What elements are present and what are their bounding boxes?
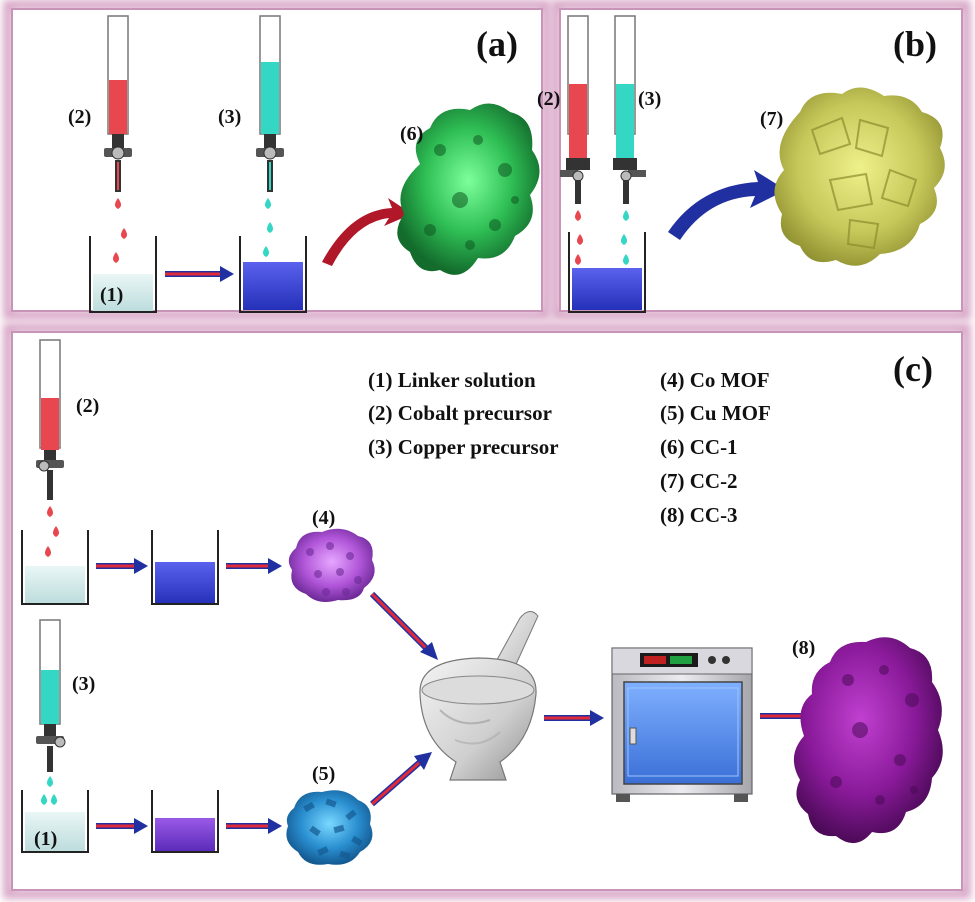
arrow-c3 bbox=[96, 818, 148, 834]
arrow-c4 bbox=[226, 818, 282, 834]
label-6: (6) bbox=[400, 123, 423, 145]
label-5: (5) bbox=[312, 763, 335, 785]
copper-drops-a bbox=[263, 198, 273, 257]
label-4: (4) bbox=[312, 507, 335, 529]
mixed-drops-b bbox=[575, 210, 629, 265]
legend-item-1: (1) Linker solution bbox=[368, 368, 536, 392]
cc-2-texture bbox=[810, 116, 918, 250]
label-3-c: (3) bbox=[72, 673, 95, 695]
cobalt-drops-a bbox=[113, 198, 127, 263]
label-1-c: (1) bbox=[34, 828, 57, 850]
label-2-c: (2) bbox=[76, 395, 99, 417]
arrow-c2 bbox=[226, 558, 282, 574]
cobalt-drops-c bbox=[45, 506, 59, 557]
cu-mof-texture bbox=[303, 798, 363, 860]
burette-copper-c bbox=[36, 619, 66, 772]
label-2-b: (2) bbox=[537, 88, 560, 110]
cc-3-product bbox=[793, 637, 943, 844]
label-3-b: (3) bbox=[638, 88, 661, 110]
legend-item-7: (7) CC-2 bbox=[660, 469, 738, 493]
curved-arrow-b bbox=[668, 170, 786, 240]
beaker-linker-c-top bbox=[21, 530, 89, 605]
panel-label-c: (c) bbox=[893, 349, 933, 389]
legend-item-8: (8) CC-3 bbox=[660, 503, 738, 527]
legend-item-5: (5) Cu MOF bbox=[660, 401, 771, 425]
arrow-cu-to-mortar bbox=[370, 752, 432, 807]
cc-1-texture bbox=[424, 135, 519, 250]
panel-label-a: (a) bbox=[476, 24, 518, 64]
co-mof-texture bbox=[306, 542, 362, 596]
label-3-a: (3) bbox=[218, 106, 241, 128]
legend-item-4: (4) Co MOF bbox=[660, 368, 770, 392]
burette-copper-b bbox=[613, 15, 646, 204]
legend-item-6: (6) CC-1 bbox=[660, 435, 738, 459]
label-1-a: (1) bbox=[100, 284, 123, 306]
curved-arrow-a bbox=[322, 198, 412, 266]
beaker-blue-c bbox=[151, 530, 219, 605]
arrow-c1 bbox=[96, 558, 148, 574]
beaker-blue-b bbox=[568, 232, 646, 313]
arrow-a1 bbox=[165, 266, 234, 282]
mortar-and-pestle bbox=[419, 611, 539, 781]
arrow-co-to-mortar bbox=[369, 591, 438, 660]
legend-item-3: (3) Copper precursor bbox=[368, 435, 559, 459]
burette-copper-a bbox=[256, 15, 284, 192]
legend-item-2: (2) Cobalt precursor bbox=[368, 401, 552, 425]
beaker-linker-a bbox=[89, 236, 157, 313]
arrow-mortar-to-oven bbox=[544, 710, 604, 726]
cc-3-texture bbox=[830, 665, 919, 805]
beaker-blue-a bbox=[239, 236, 307, 313]
co-mof-product bbox=[288, 528, 375, 602]
panel-label-b: (b) bbox=[893, 24, 937, 64]
burette-cobalt-c bbox=[36, 339, 64, 500]
label-8: (8) bbox=[792, 637, 815, 659]
burette-cobalt-b bbox=[560, 15, 590, 204]
cc-2-product bbox=[774, 87, 945, 266]
copper-drops-c bbox=[41, 776, 57, 805]
burette-cobalt-a bbox=[104, 15, 132, 192]
label-2-a: (2) bbox=[68, 106, 91, 128]
beaker-linker-c-bottom bbox=[21, 790, 89, 853]
beaker-violet-c bbox=[151, 790, 219, 853]
label-7: (7) bbox=[760, 108, 783, 130]
drying-oven bbox=[611, 647, 753, 802]
